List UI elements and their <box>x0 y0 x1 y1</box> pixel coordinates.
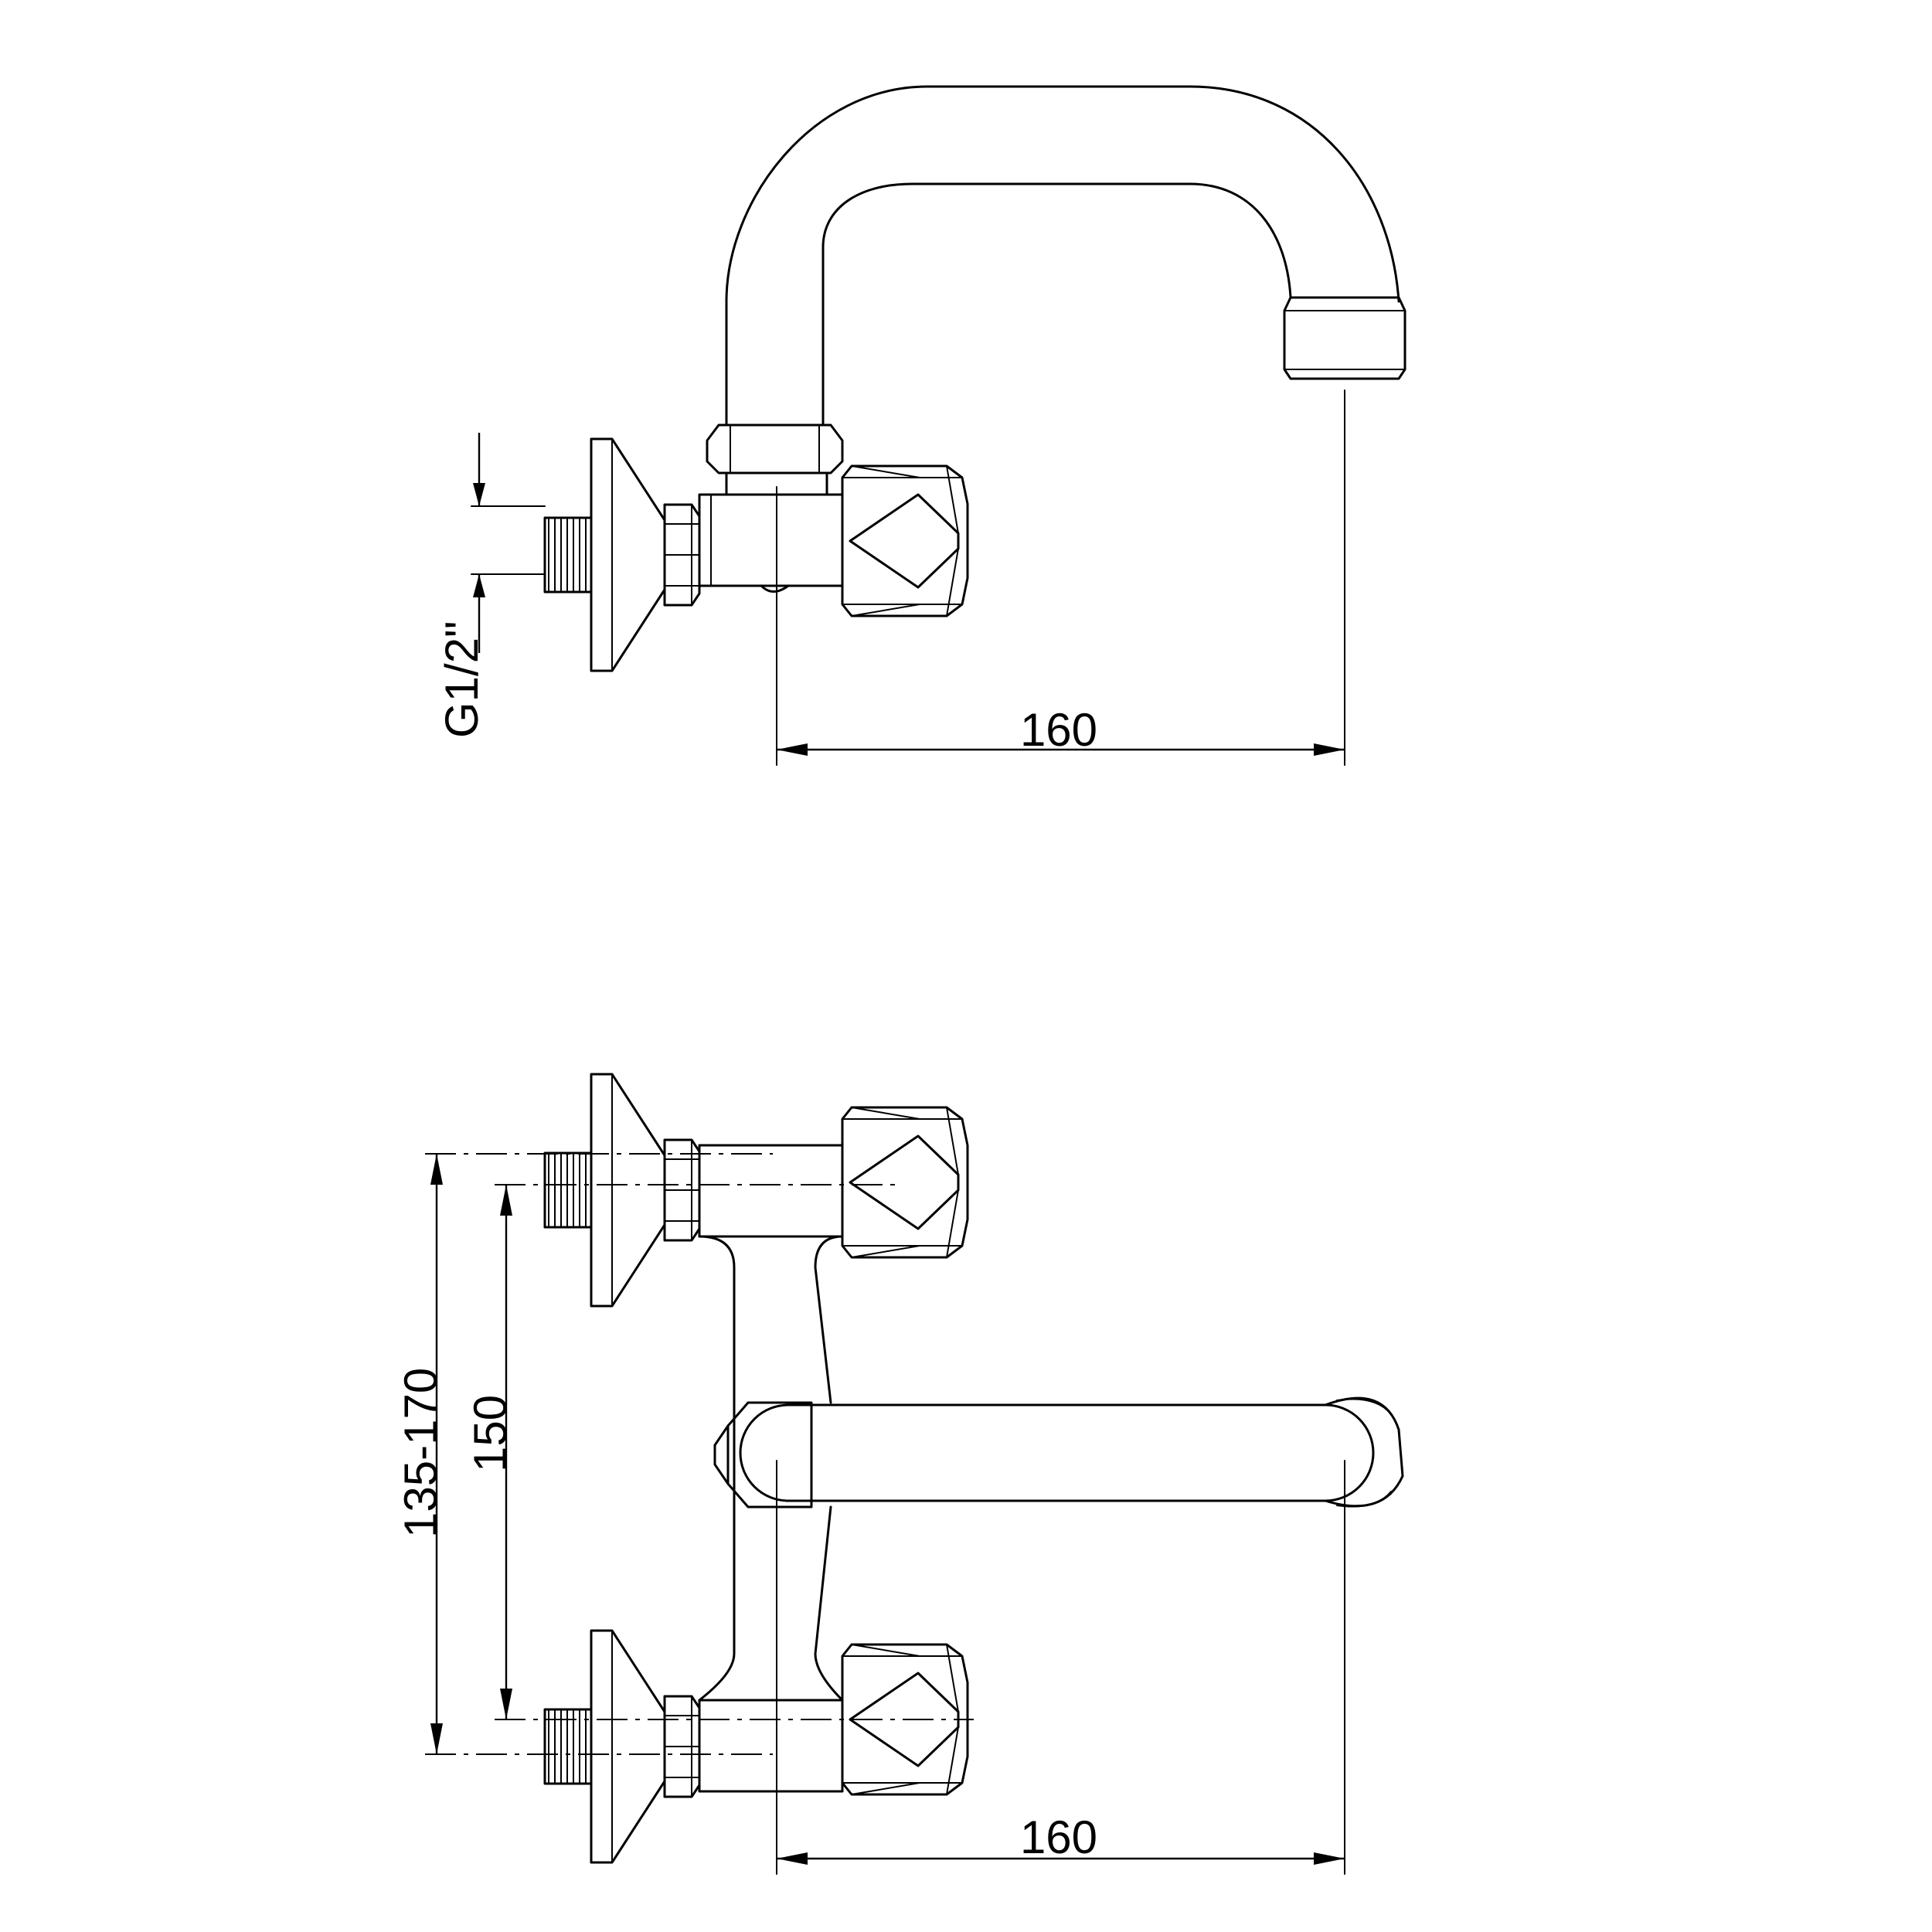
range-label: 135-170 <box>395 1368 447 1538</box>
range-dimension: 135-170 <box>395 1154 447 1754</box>
wall-flange-icon <box>543 437 701 672</box>
front-projection-dimension: 160 <box>776 1460 1345 1875</box>
upper-flange-icon <box>543 1073 701 1308</box>
spout-icon <box>739 1403 1375 1502</box>
center-distance-dimension: 150 <box>464 1185 516 1719</box>
body-left <box>698 1235 736 1702</box>
spout-inner <box>821 182 1292 427</box>
side-projection-label: 160 <box>1020 704 1097 756</box>
upper-handle-icon <box>841 1106 969 1259</box>
hex-nut-icon <box>706 423 844 474</box>
center-distance-label: 150 <box>464 1395 516 1472</box>
side-projection-dimension: 160 <box>776 389 1345 766</box>
front-view: 135-170 150 160 <box>395 1073 1404 1875</box>
thread-size-label: G1/2" <box>436 621 488 738</box>
aerator-icon <box>1283 296 1406 380</box>
lower-flange-icon <box>543 1629 701 1864</box>
front-projection-label: 160 <box>1020 1811 1097 1863</box>
spout-outer <box>725 85 1400 427</box>
valve-body <box>698 493 844 587</box>
thread-dimension: G1/2" <box>436 433 546 738</box>
tap-handle-icon <box>841 464 969 617</box>
side-view: G1/2" 160 <box>436 85 1406 766</box>
